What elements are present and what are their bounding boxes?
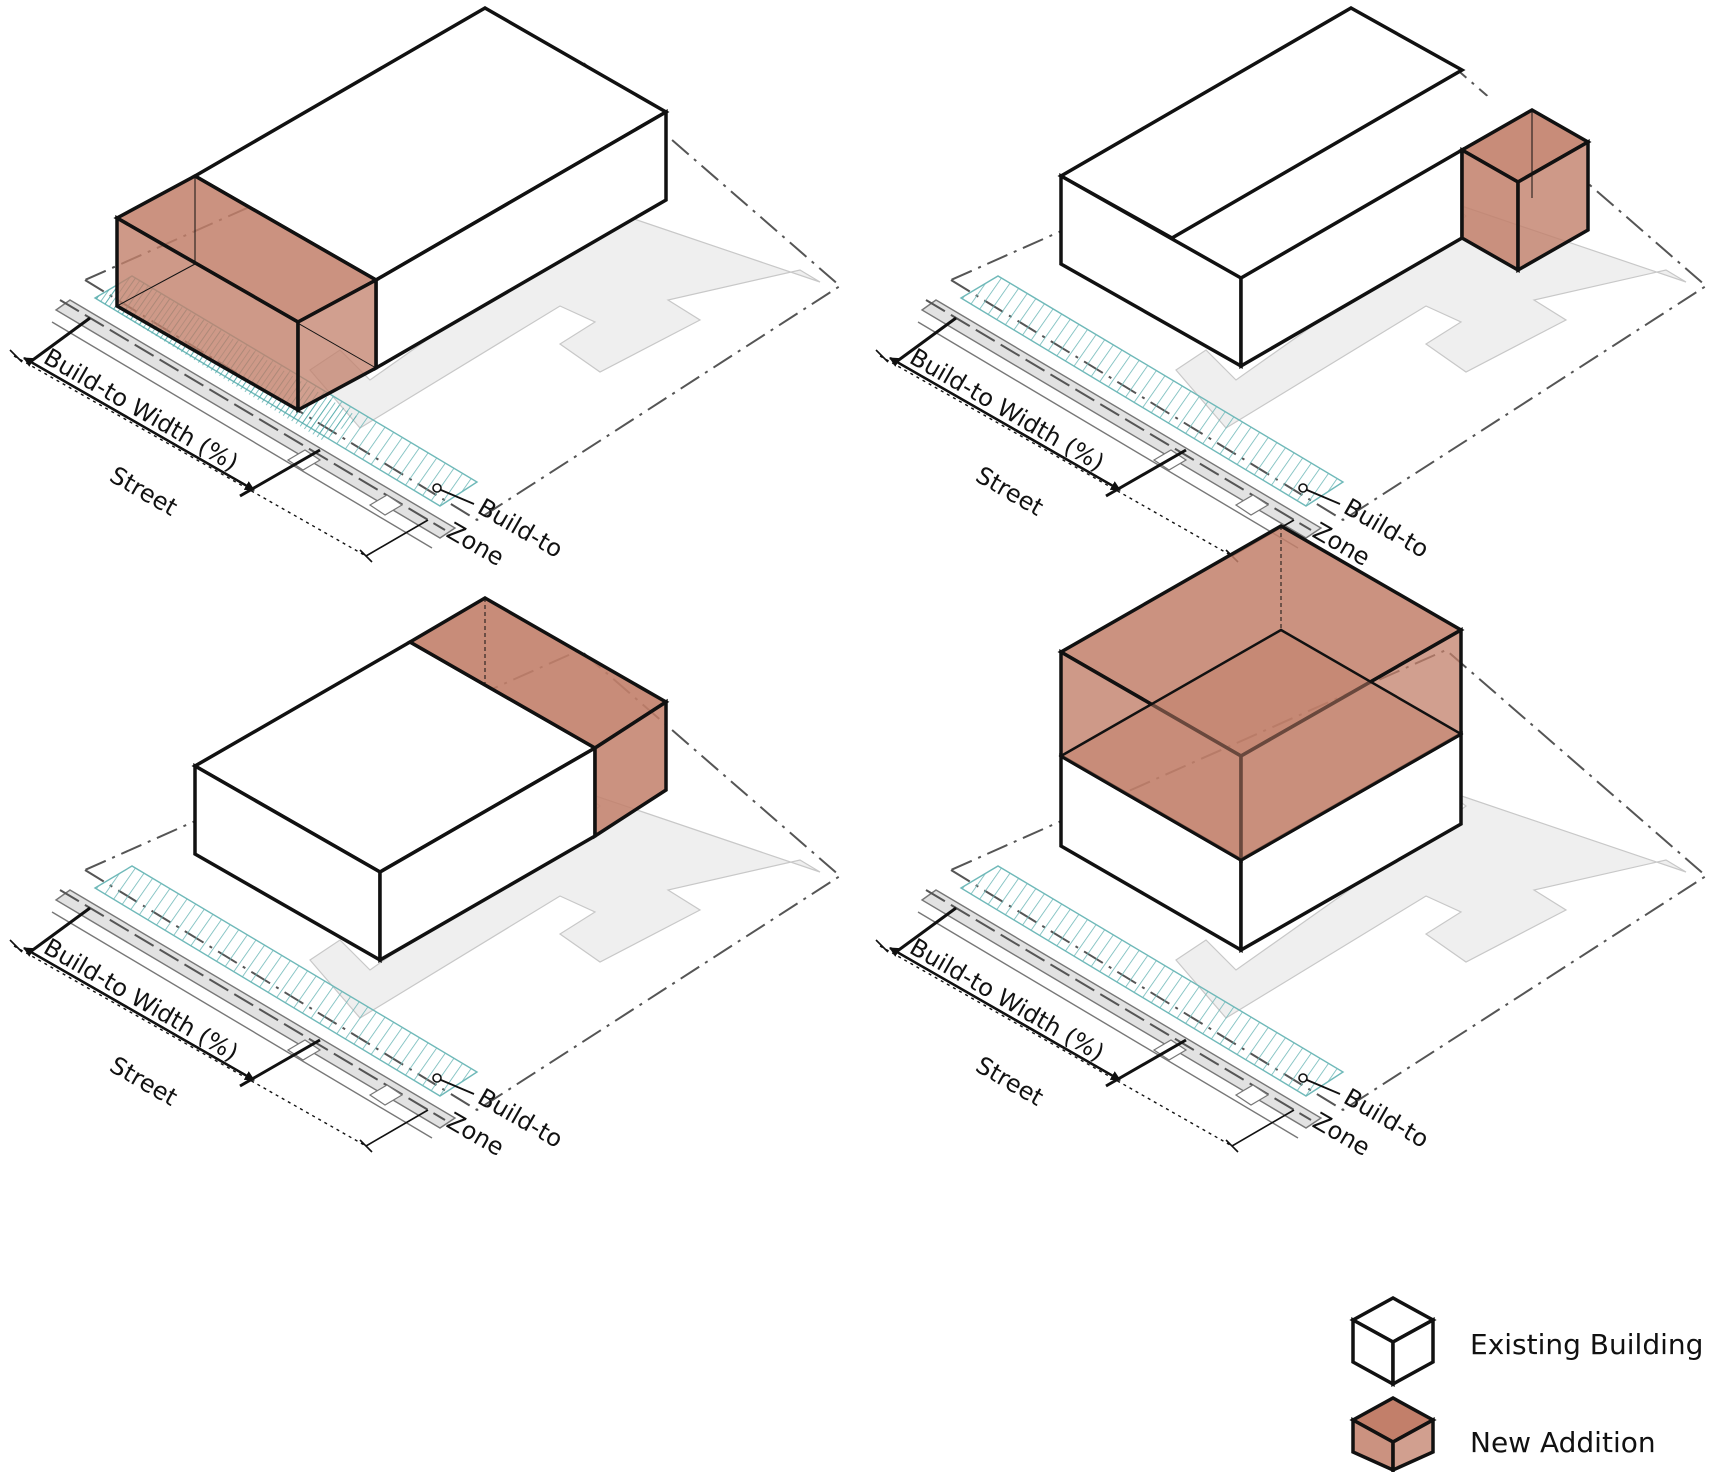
panel-vertical-addition [876,523,1706,1152]
legend-addition-label: New Addition [1470,1426,1656,1459]
p3-street-label: Street [105,1051,182,1112]
p1-street-label: Street [105,461,182,522]
legend: Existing Building New Addition [1349,1296,1703,1472]
existing-building-icon [1349,1296,1437,1387]
new-addition-icon [1349,1396,1437,1472]
p2-street-label: Street [971,461,1048,522]
legend-existing-label: Existing Building [1470,1328,1703,1361]
panel-side-addition [10,595,840,1152]
panel-front-addition [10,5,840,562]
p4-street-label: Street [971,1051,1048,1112]
panel-rear-addition [876,5,1706,562]
